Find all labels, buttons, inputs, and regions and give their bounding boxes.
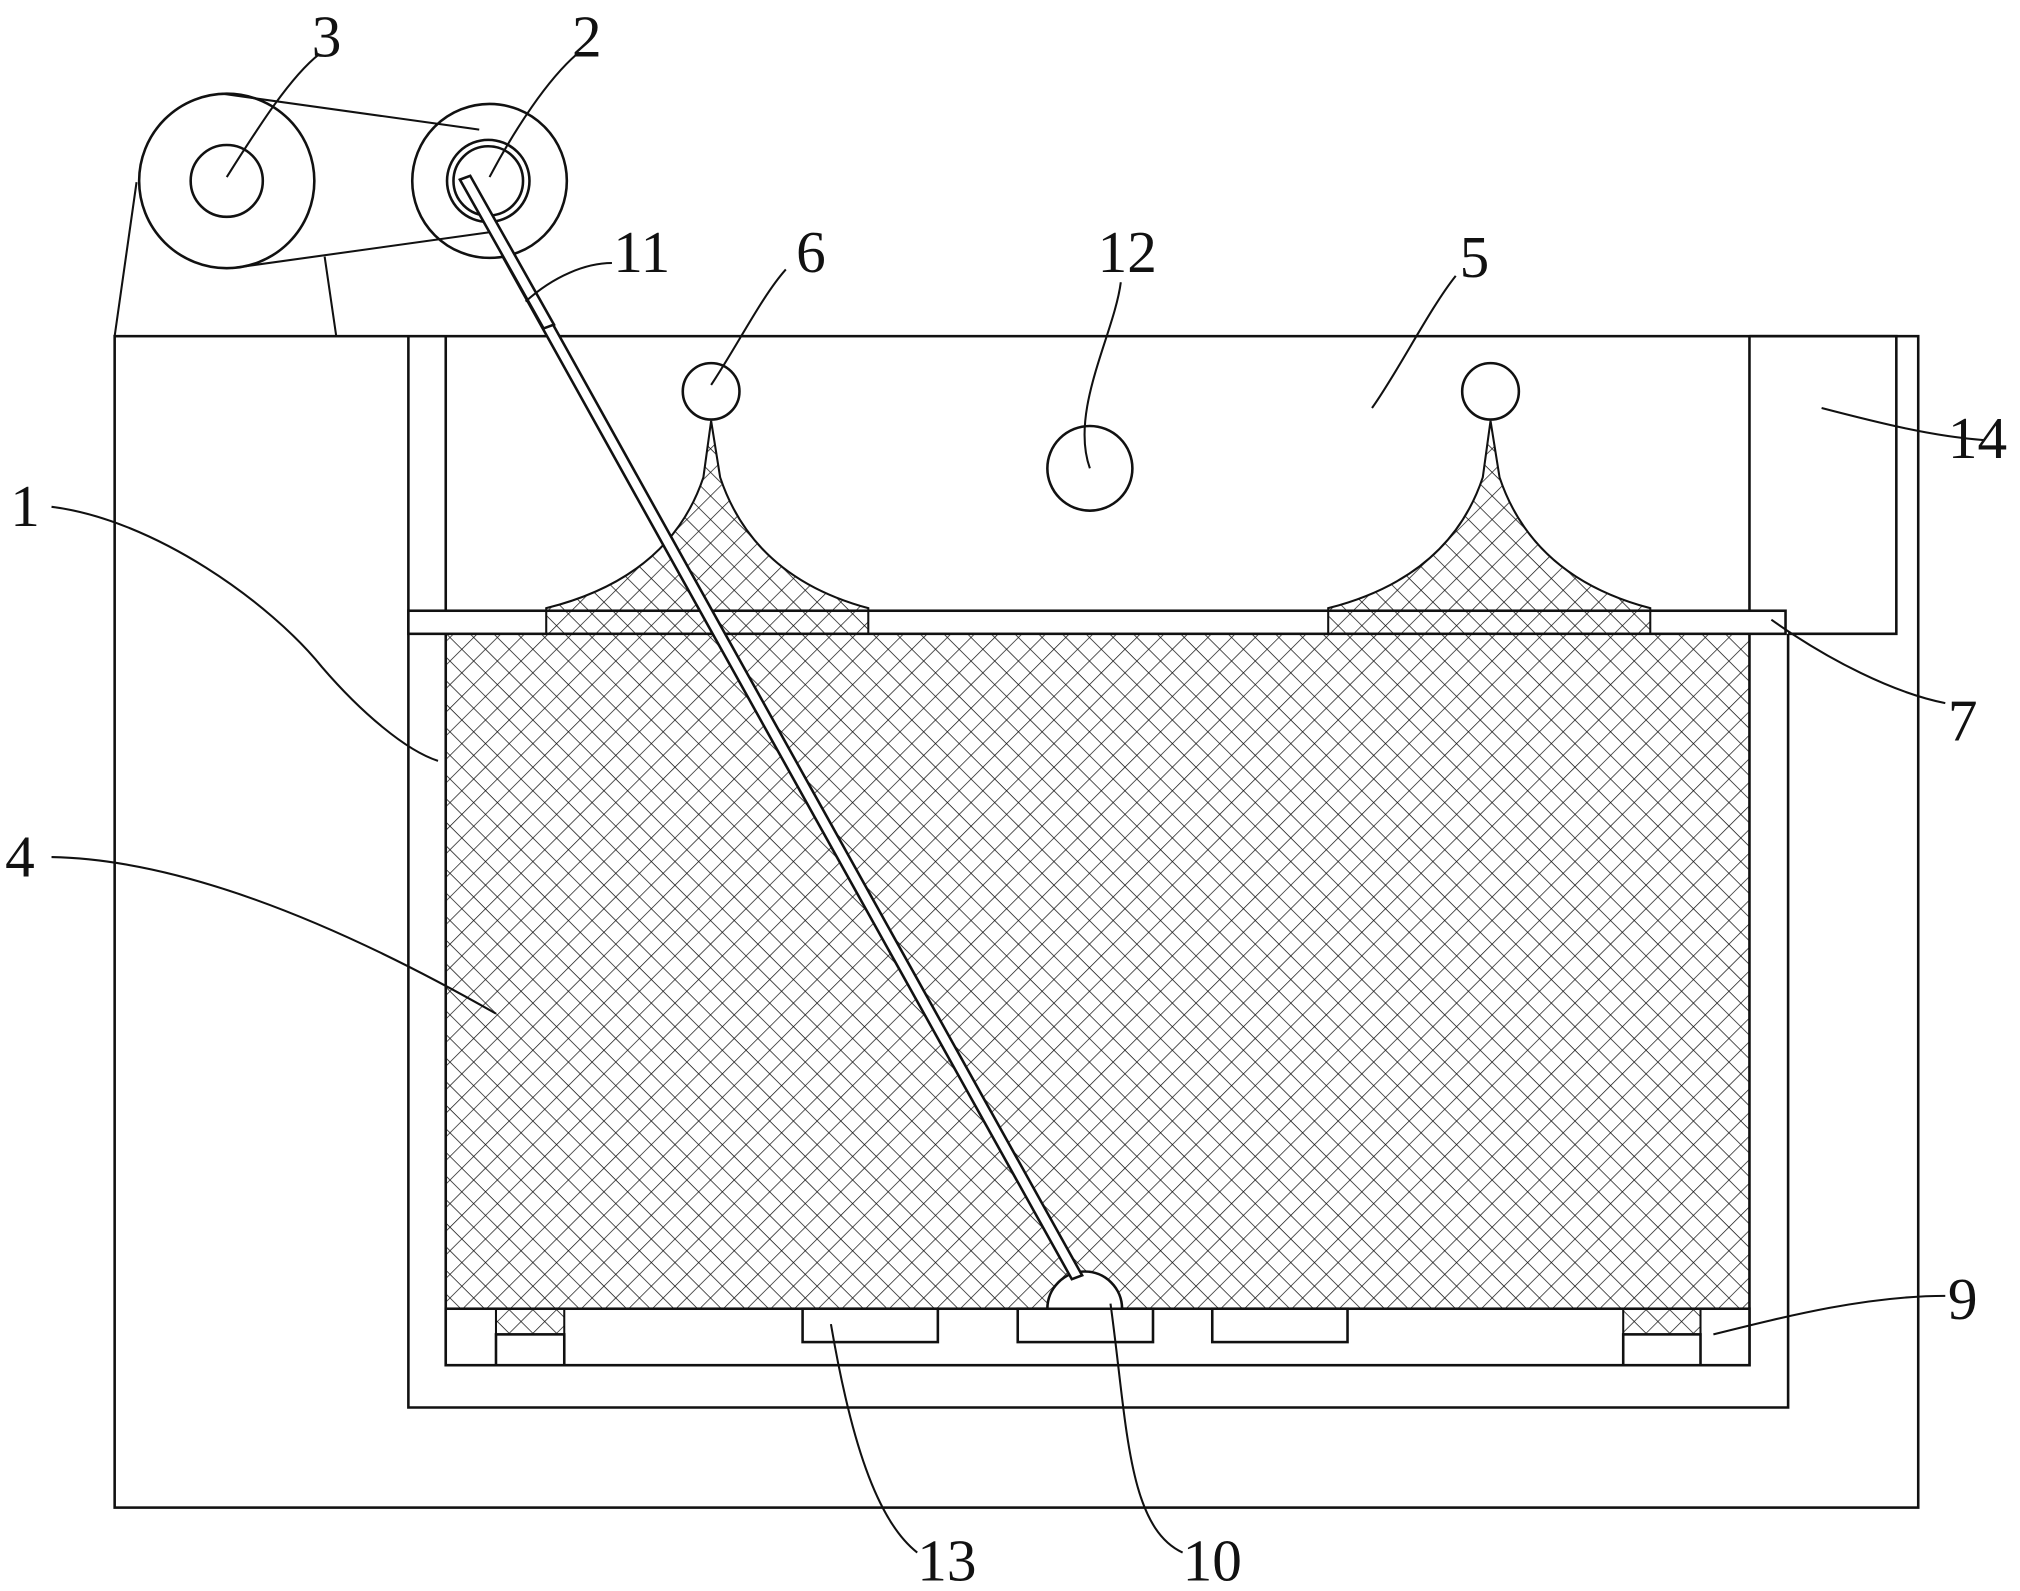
leader-13	[829, 1323, 918, 1554]
leader-12	[1083, 282, 1122, 469]
pulley-bracket	[113, 182, 338, 337]
label-2: 2	[572, 4, 602, 70]
block-13-center	[1016, 1307, 1155, 1344]
label-14: 14	[1948, 405, 2007, 471]
label-1: 1	[10, 473, 40, 539]
tank-outer-wall	[407, 336, 1790, 1409]
outer-housing	[113, 334, 1920, 1509]
block-13-left	[801, 1307, 940, 1344]
leader-9	[1713, 1294, 1946, 1336]
rail-pad-right	[1622, 1307, 1702, 1336]
right-cusp	[1327, 420, 1652, 635]
nozzle-right	[1460, 361, 1521, 421]
filter-media-block	[444, 632, 1751, 1310]
leader-6	[710, 268, 787, 386]
leader-5	[1371, 275, 1457, 409]
label-9: 9	[1948, 1266, 1978, 1332]
leader-2	[488, 53, 578, 178]
side-box	[1749, 334, 1898, 636]
label-5: 5	[1460, 224, 1490, 290]
left-cusp	[545, 420, 870, 635]
block-13-right	[1210, 1307, 1349, 1344]
rail-pad-left	[494, 1307, 566, 1336]
shaft-3	[189, 143, 265, 219]
leader-10	[1109, 1303, 1184, 1554]
label-12: 12	[1098, 219, 1157, 285]
nozzle-left	[681, 361, 741, 421]
label-3: 3	[312, 4, 342, 70]
leader-11	[524, 262, 612, 303]
label-10: 10	[1183, 1528, 1242, 1591]
label-6: 6	[796, 219, 826, 285]
label-11: 11	[613, 219, 670, 285]
rail-foot-left	[494, 1333, 566, 1367]
sensor-12	[1046, 424, 1134, 512]
rod-11-top	[458, 174, 556, 331]
leader-7	[1770, 618, 1946, 705]
leader-4	[51, 856, 497, 1015]
leader-3	[225, 53, 321, 178]
leader-14	[1821, 407, 1985, 442]
label-4: 4	[5, 823, 35, 889]
label-13: 13	[917, 1528, 976, 1591]
leader-1	[51, 505, 439, 762]
belt	[221, 92, 490, 270]
label-7: 7	[1948, 687, 1978, 753]
ball-10	[1046, 1270, 1124, 1311]
rail-foot-right	[1621, 1333, 1702, 1367]
